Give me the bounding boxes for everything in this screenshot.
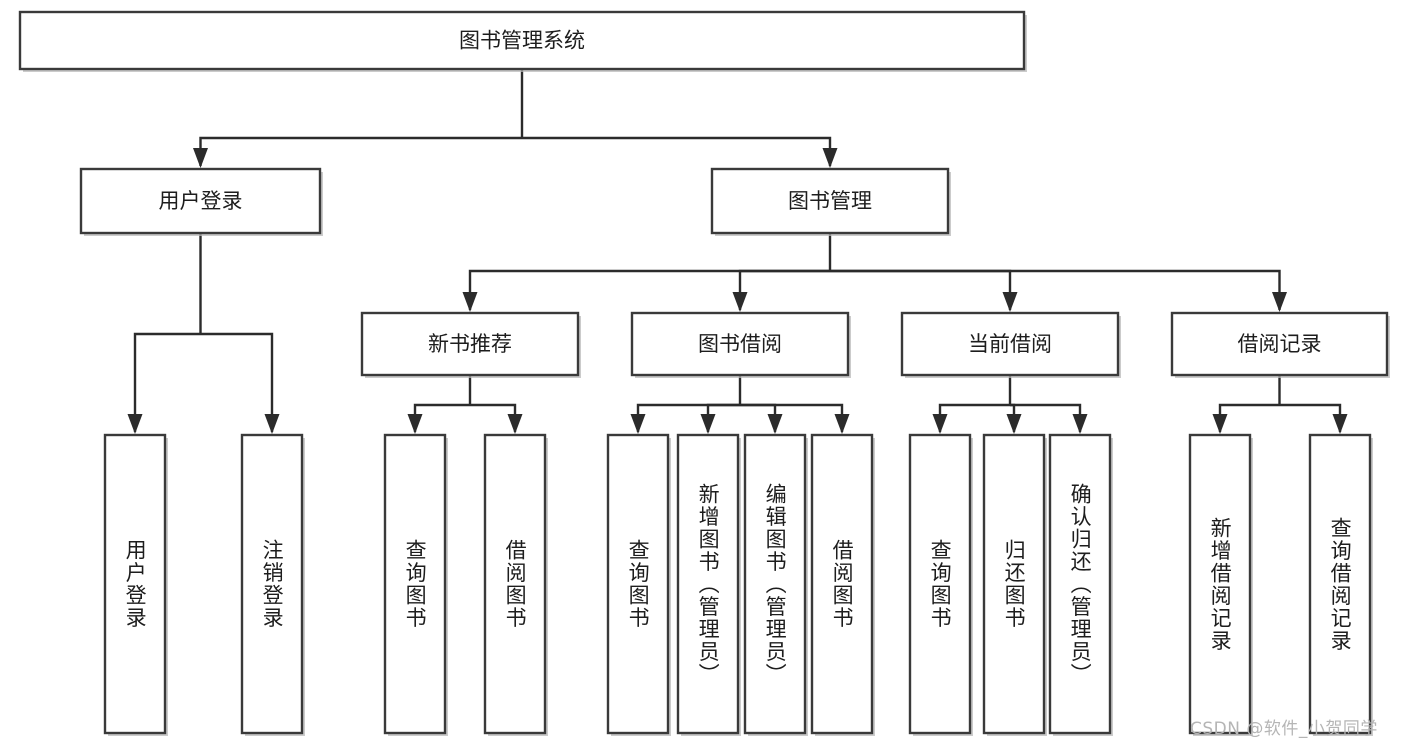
arrow-to-leaf-query-record bbox=[1332, 414, 1348, 434]
node-user-login[interactable] bbox=[79, 167, 322, 235]
arrow-to-leaf-borrow-book-bb bbox=[834, 414, 850, 434]
connector-bookmanage-to-borrow-record bbox=[830, 269, 1281, 310]
node-book-borrow[interactable] bbox=[630, 311, 850, 377]
connector-current-borrow-to-leaf-confirm-return bbox=[1010, 403, 1082, 432]
node-leaf-query-book-bb[interactable] bbox=[606, 433, 670, 735]
arrow-to-leaf-query-book-bb bbox=[630, 414, 646, 434]
connector-bookmanage-to-new-book-rec bbox=[468, 269, 830, 310]
node-current-borrow[interactable] bbox=[900, 311, 1120, 377]
arrow-to-current-borrow bbox=[1002, 292, 1018, 312]
node-borrow-record[interactable] bbox=[1170, 311, 1389, 377]
arrow-to-leaf-confirm-return bbox=[1072, 414, 1088, 434]
arrow-to-leaf-add-record bbox=[1212, 414, 1228, 434]
arrow-to-leaf-query-book-rec bbox=[407, 414, 423, 434]
arrow-to-new-book-rec bbox=[462, 292, 478, 312]
connector-new-book-rec-to-leaf-query-book-rec bbox=[413, 403, 470, 432]
connectors-layer bbox=[127, 69, 1348, 434]
connector-bookmanage-to-current-borrow bbox=[830, 269, 1012, 310]
node-root-label: 图书管理系统 bbox=[459, 29, 585, 53]
node-leaf-edit-book[interactable] bbox=[743, 433, 807, 735]
connector-root-to-book-manage bbox=[522, 136, 832, 166]
node-leaf-borrow-book-rec[interactable] bbox=[483, 433, 547, 735]
node-user-login-label: 用户登录 bbox=[159, 189, 243, 213]
node-book-borrow-label: 图书借阅 bbox=[698, 332, 782, 356]
node-leaf-query-book-cb[interactable] bbox=[908, 433, 972, 735]
connector-borrow-record-to-leaf-add-record bbox=[1218, 403, 1280, 432]
connector-current-borrow-to-leaf-query-book-cb bbox=[938, 403, 1010, 432]
node-leaf-return-book[interactable] bbox=[982, 433, 1046, 735]
arrow-to-borrow-record bbox=[1272, 292, 1287, 312]
node-leaf-confirm-return[interactable] bbox=[1048, 433, 1112, 735]
connector-root-to-user-login bbox=[199, 136, 522, 166]
arrow-to-book-borrow bbox=[732, 292, 748, 312]
node-leaf-query-record[interactable] bbox=[1308, 433, 1372, 735]
node-current-borrow-label: 当前借阅 bbox=[968, 332, 1052, 356]
connector-borrow-record-to-leaf-query-record bbox=[1279, 403, 1342, 432]
arrow-to-leaf-add-book bbox=[700, 414, 716, 434]
node-root[interactable] bbox=[18, 10, 1026, 71]
arrow-to-leaf-borrow-book-rec bbox=[507, 414, 523, 434]
node-leaf-add-book[interactable] bbox=[676, 433, 740, 735]
connector-book-borrow-to-leaf-borrow-book-bb bbox=[740, 403, 844, 432]
connector-user-login-to-leaf-logout bbox=[200, 332, 274, 432]
arrow-to-leaf-edit-book bbox=[767, 414, 783, 434]
node-book-manage[interactable] bbox=[710, 167, 950, 235]
arrow-to-leaf-query-book-cb bbox=[932, 414, 948, 434]
node-leaf-logout[interactable] bbox=[240, 433, 304, 735]
watermark: CSDN @软件_小贺同学 bbox=[1190, 719, 1378, 739]
arrow-to-leaf-user-login bbox=[127, 414, 143, 434]
node-new-book-rec[interactable] bbox=[360, 311, 580, 377]
connector-bookmanage-to-book-borrow bbox=[738, 269, 830, 310]
arrow-to-user-login bbox=[193, 148, 208, 168]
connector-user-login-to-leaf-user-login bbox=[133, 332, 201, 432]
node-book-manage-label: 图书管理 bbox=[788, 189, 872, 213]
connector-new-book-rec-to-leaf-borrow-book-rec bbox=[470, 403, 517, 432]
node-borrow-record-label: 借阅记录 bbox=[1238, 332, 1322, 356]
arrow-to-leaf-return-book bbox=[1006, 414, 1022, 434]
arrow-to-book-manage bbox=[822, 148, 838, 168]
arrow-to-leaf-logout bbox=[264, 414, 280, 434]
node-leaf-user-login[interactable] bbox=[103, 433, 167, 735]
connector-book-borrow-to-leaf-query-book-bb bbox=[636, 403, 740, 432]
boxes-layer bbox=[18, 10, 1390, 736]
node-leaf-borrow-book-bb[interactable] bbox=[810, 433, 874, 735]
node-new-book-rec-label: 新书推荐 bbox=[428, 332, 512, 356]
node-leaf-add-record[interactable] bbox=[1188, 433, 1252, 735]
node-leaf-query-book-rec[interactable] bbox=[383, 433, 447, 735]
